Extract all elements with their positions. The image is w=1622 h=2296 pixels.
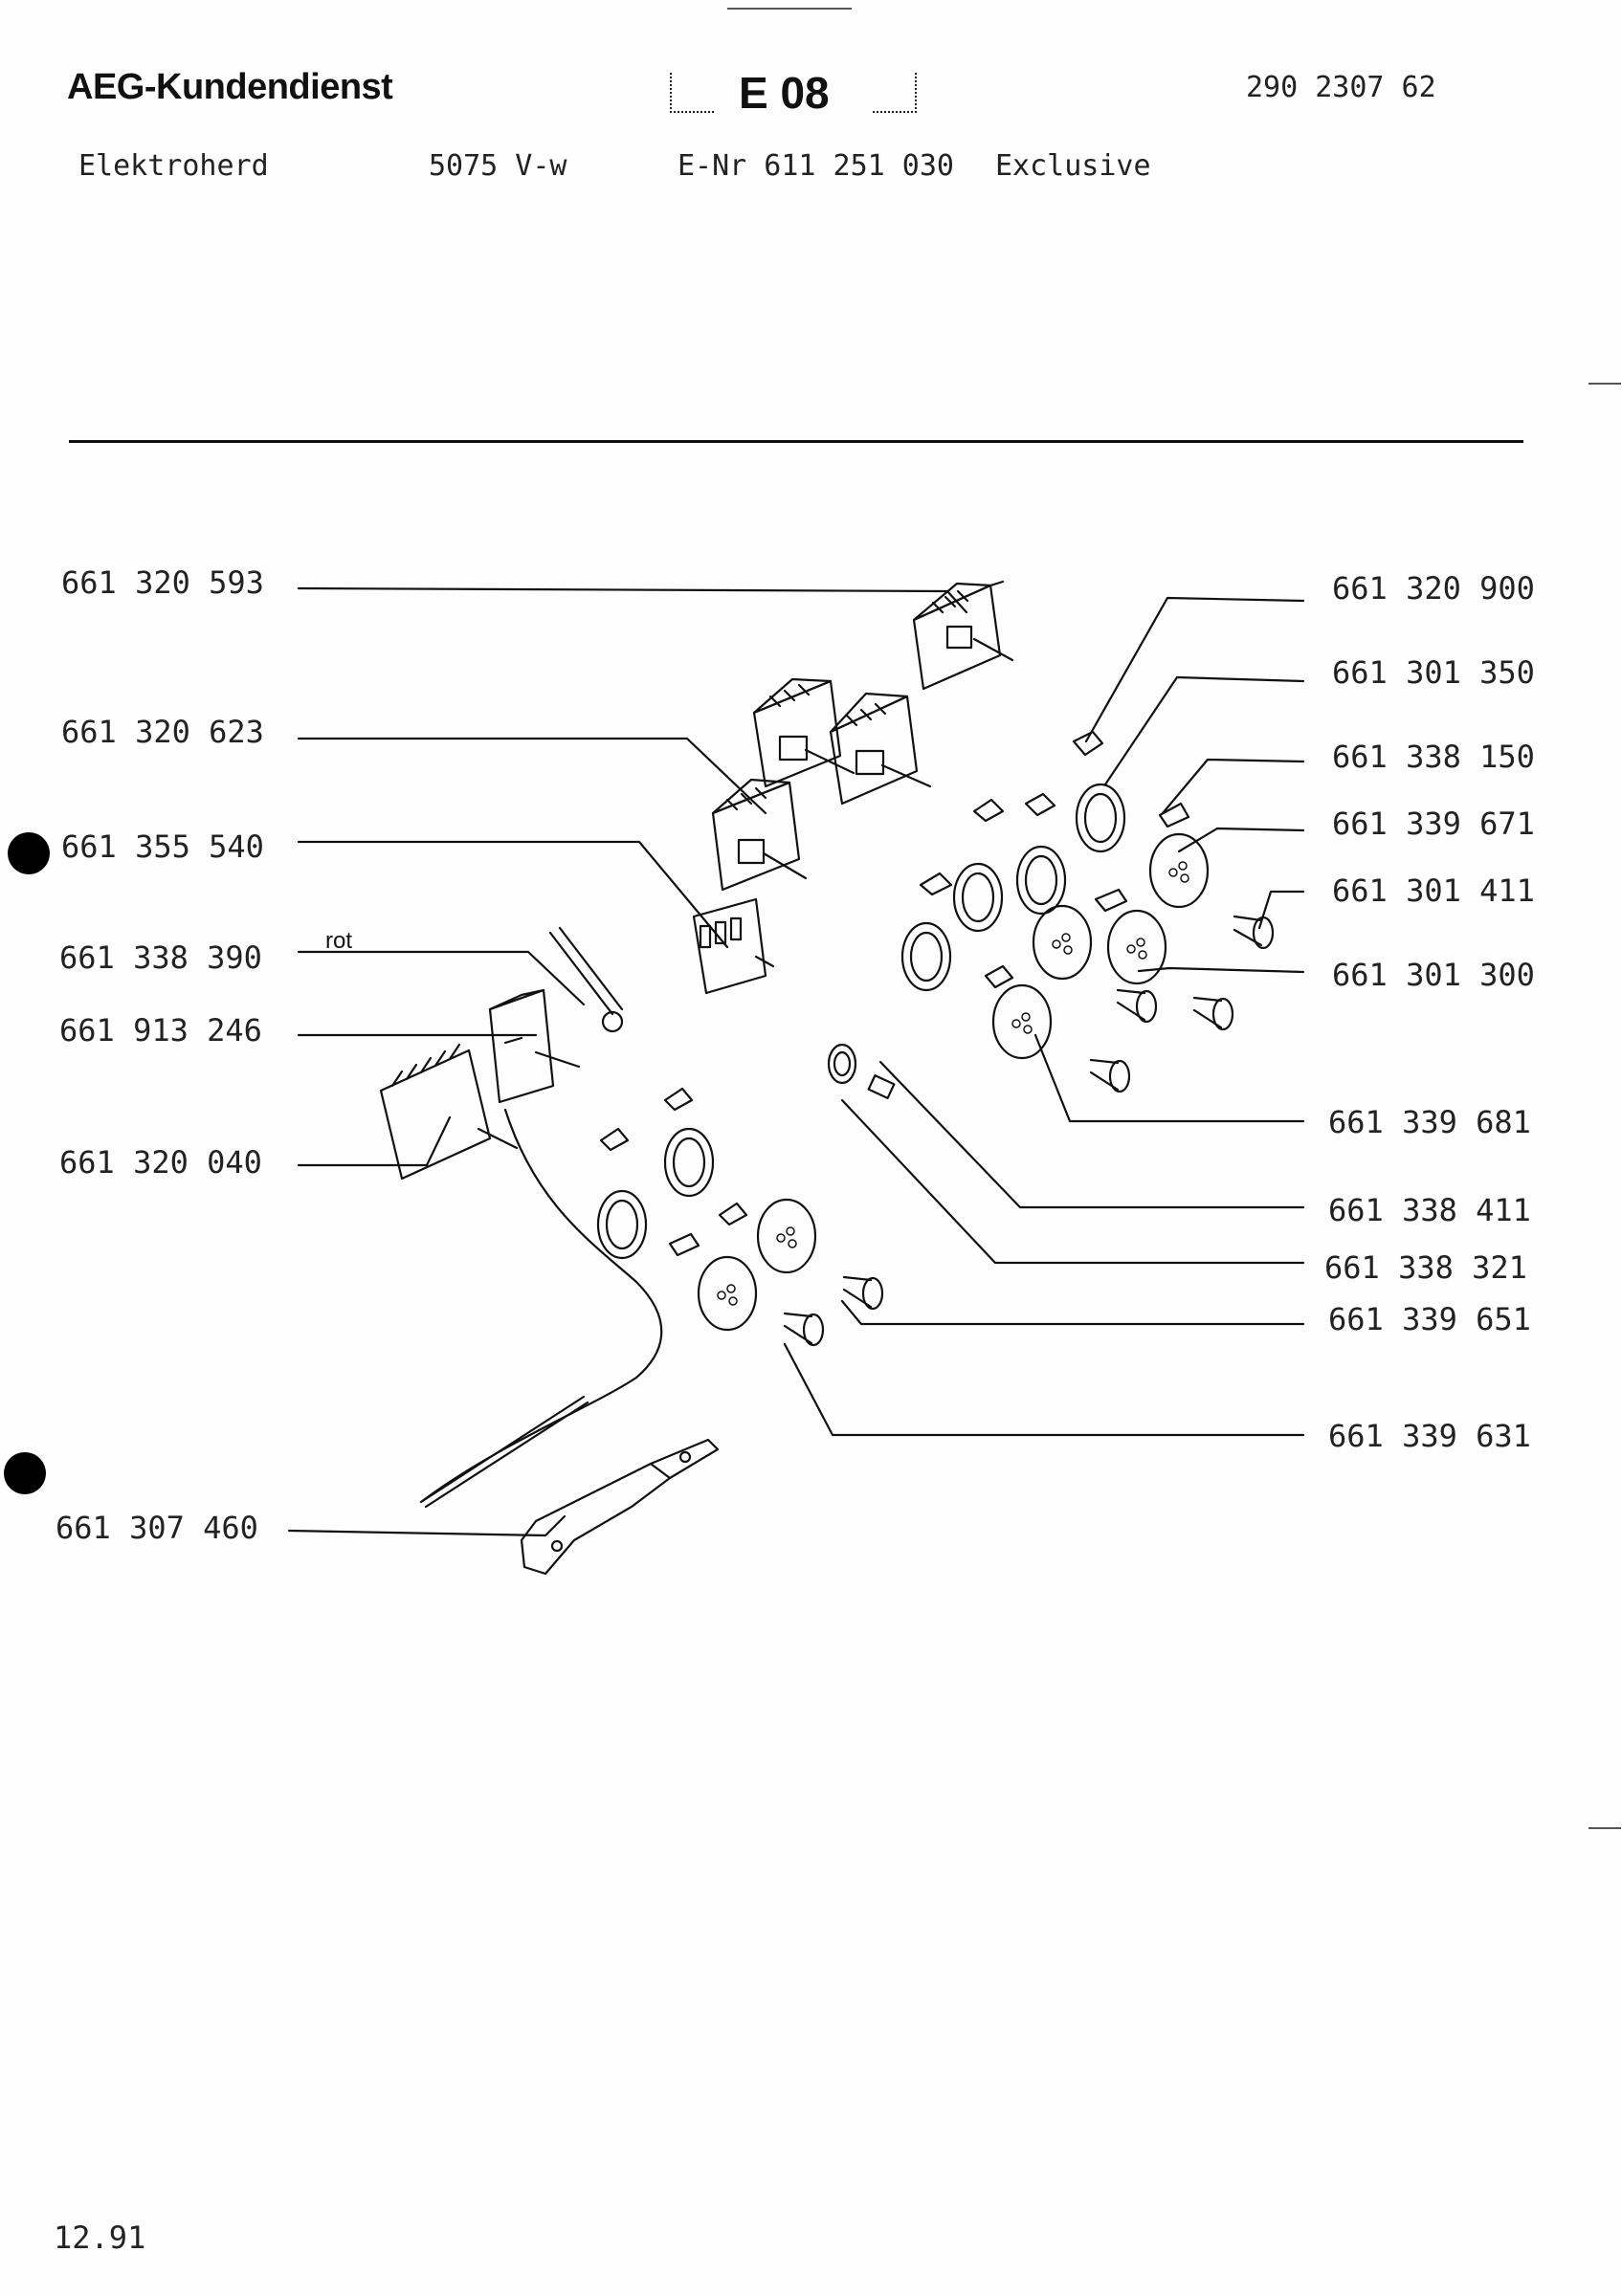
part-label: 661 339 651 <box>1328 1301 1531 1337</box>
clip-parts-upper <box>919 730 1190 989</box>
part-label: 661 320 040 <box>59 1144 262 1181</box>
switch-module-d <box>711 778 808 892</box>
brand-title: AEG-Kundendienst <box>67 67 393 107</box>
e-number: E-Nr 611 251 030 <box>678 149 954 183</box>
edge-mark <box>1589 1827 1621 1829</box>
part-label: 661 320 623 <box>61 714 264 750</box>
part-label: 661 339 631 <box>1328 1418 1531 1454</box>
part-label: 661 913 246 <box>59 1012 262 1049</box>
bracket-right <box>873 73 917 113</box>
control-knob-discs-lower <box>697 1198 817 1332</box>
sheet-code: E 08 <box>739 68 830 118</box>
leader-lines-right <box>783 596 1305 1437</box>
control-knob-discs-upper <box>991 832 1210 1060</box>
appliance-type: Elektroherd <box>78 149 269 183</box>
sheet-code-box: E 08 <box>670 63 919 121</box>
document-number: 290 2307 62 <box>1246 71 1436 104</box>
part-label: 661 320 593 <box>61 564 264 601</box>
part-label: 661 320 900 <box>1332 570 1535 607</box>
part-label: 661 355 540 <box>61 828 264 865</box>
thermostat-body <box>488 988 581 1104</box>
part-label: 661 338 390 <box>59 939 262 976</box>
part-label: 661 339 681 <box>1328 1104 1531 1140</box>
ring-brackets-lower <box>596 1127 715 1260</box>
availability-marker <box>8 832 50 874</box>
knob-caps-upper <box>1089 915 1275 1093</box>
sensor-probe <box>548 926 624 1033</box>
clip-parts-lower <box>599 1087 748 1257</box>
availability-marker <box>4 1452 46 1494</box>
switch-module-c <box>829 692 932 806</box>
variant-name: Exclusive <box>995 149 1151 183</box>
model-number: 5075 V-w <box>429 149 567 183</box>
part-label: 661 301 411 <box>1332 872 1535 909</box>
part-label: 661 301 350 <box>1332 654 1535 691</box>
header-rule <box>69 440 1523 443</box>
terminal-block-small <box>692 897 775 995</box>
part-label: 661 339 671 <box>1332 806 1535 842</box>
part-label: 661 307 460 <box>56 1510 258 1546</box>
part-label: 661 301 300 <box>1332 957 1535 993</box>
capillary-tube <box>419 1108 663 1509</box>
switch-module-a <box>912 580 1014 691</box>
leader-lines-left <box>287 586 968 1537</box>
mounting-bracket <box>520 1438 720 1576</box>
disc-holes <box>717 861 1189 1306</box>
part-label: 661 338 321 <box>1324 1249 1527 1286</box>
switch-module-b <box>752 677 855 788</box>
edge-mark <box>1589 383 1621 385</box>
footer-date: 12.91 <box>54 2219 146 2256</box>
edge-mark <box>727 8 852 10</box>
part-label: 661 338 150 <box>1332 739 1535 775</box>
bracket-left <box>670 73 714 113</box>
part-label: 661 338 411 <box>1328 1192 1531 1228</box>
washer-and-sleeve <box>827 1043 896 1099</box>
wire-color-label: rot <box>325 928 353 954</box>
ring-brackets-upper <box>900 783 1126 992</box>
knob-caps-lower <box>783 1275 884 1347</box>
cam-switch <box>379 1043 519 1181</box>
